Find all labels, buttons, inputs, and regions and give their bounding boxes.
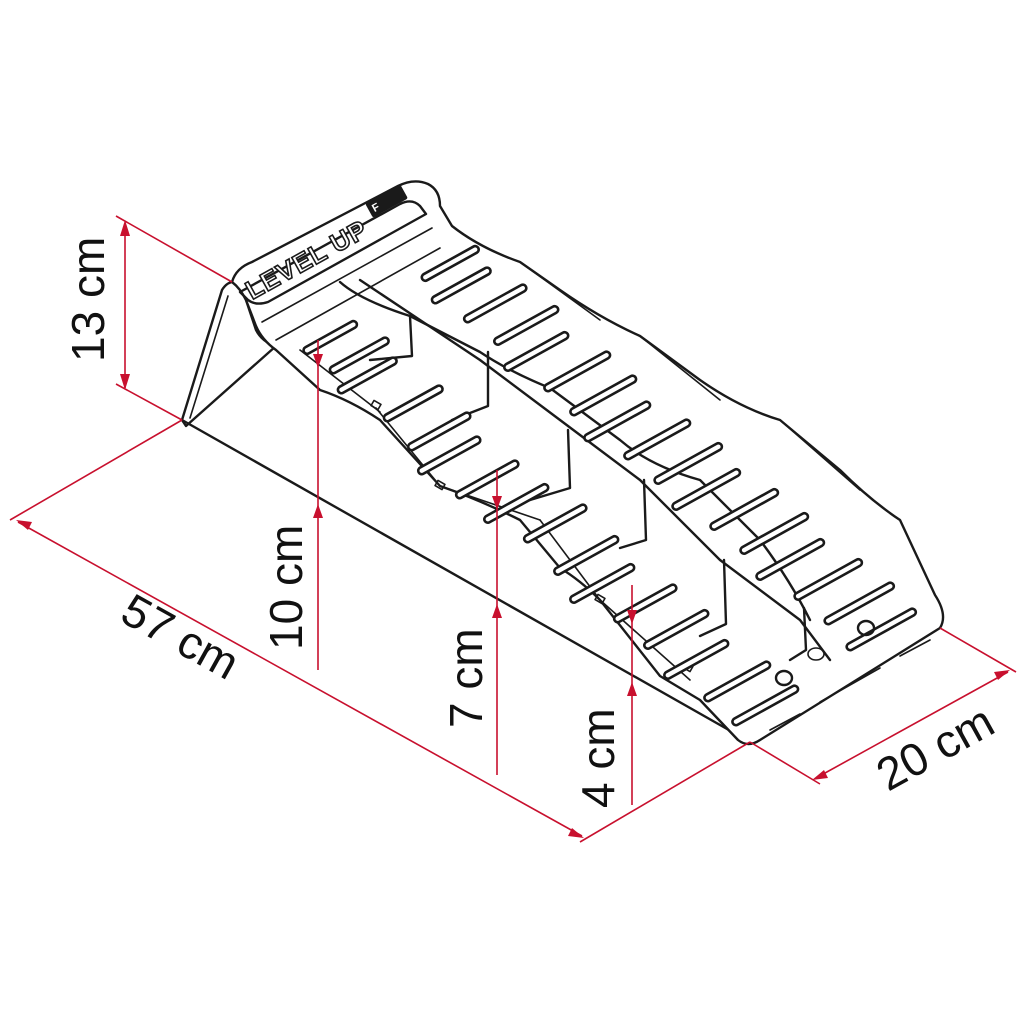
front-hole-right — [856, 619, 876, 637]
step-break-1 — [299, 349, 381, 413]
logo-label: F — [370, 201, 382, 215]
arrow-4cm-bottom-icon — [627, 682, 637, 696]
label-step-3-height: 4 cm — [572, 708, 624, 808]
extension-line-width-right — [939, 627, 1017, 673]
front-center-hole — [807, 647, 825, 661]
logo-box — [365, 185, 408, 218]
ramp-drawing: LEVEL UP F — [180, 180, 945, 746]
step-wall-6 — [788, 606, 808, 662]
right-step-break-2 — [639, 335, 721, 401]
right-step-break-1 — [519, 261, 601, 321]
label-total-height: 13 cm — [62, 237, 114, 362]
arrow-10cm-bottom-icon — [313, 504, 323, 518]
ramp-top-surface — [230, 180, 945, 746]
dim-line-57cm — [17, 521, 583, 837]
label-step-1-height: 10 cm — [260, 525, 312, 650]
arrow-left-icon — [16, 520, 32, 530]
ramp-base-edge — [180, 418, 752, 744]
arrow-right-icon — [568, 828, 584, 838]
arrow-width-left-icon — [812, 770, 828, 780]
arrow-down-icon — [120, 374, 130, 390]
front-lip-2 — [819, 667, 881, 703]
center-ridge-lower — [358, 278, 832, 662]
arrow-width-right-icon — [994, 670, 1010, 680]
arrow-up-icon — [120, 220, 130, 236]
extension-line-front-bottom — [579, 741, 751, 843]
arrow-10cm-top-icon — [313, 354, 323, 368]
arrow-4cm-top-icon — [627, 610, 637, 624]
brand-plate — [238, 200, 428, 305]
rivet-3 — [594, 593, 606, 605]
step-wall-4 — [618, 478, 648, 550]
dimension-lines — [9, 215, 1017, 843]
step-wall-3 — [528, 428, 572, 502]
step-wall-5 — [698, 558, 728, 638]
extension-line-back-bottom — [9, 419, 183, 521]
rivet-1 — [370, 399, 382, 411]
step-wall-1 — [368, 314, 414, 362]
rivet-2 — [434, 479, 446, 491]
label-length: 57 cm — [113, 583, 248, 689]
front-lip-3 — [899, 639, 931, 657]
logo-badge: F — [365, 185, 408, 218]
right-step-break-3 — [779, 419, 861, 491]
ramp-back-end-inner-line — [189, 295, 229, 419]
left-track-slots — [302, 319, 800, 727]
extension-line-width-left — [749, 741, 821, 785]
right-track-slots — [420, 244, 918, 652]
front-lip-1 — [769, 713, 801, 731]
arrow-7cm-top-icon — [492, 496, 502, 510]
dim-line-20cm — [815, 671, 1009, 779]
rear-rib-line-1 — [261, 227, 433, 323]
arrow-7cm-bottom-icon — [492, 604, 502, 618]
front-hole-left — [774, 669, 794, 687]
extension-line-base — [115, 383, 183, 421]
label-width: 20 cm — [868, 695, 1003, 801]
extension-line-top — [115, 215, 233, 283]
label-step-2-height: 7 cm — [440, 628, 492, 728]
